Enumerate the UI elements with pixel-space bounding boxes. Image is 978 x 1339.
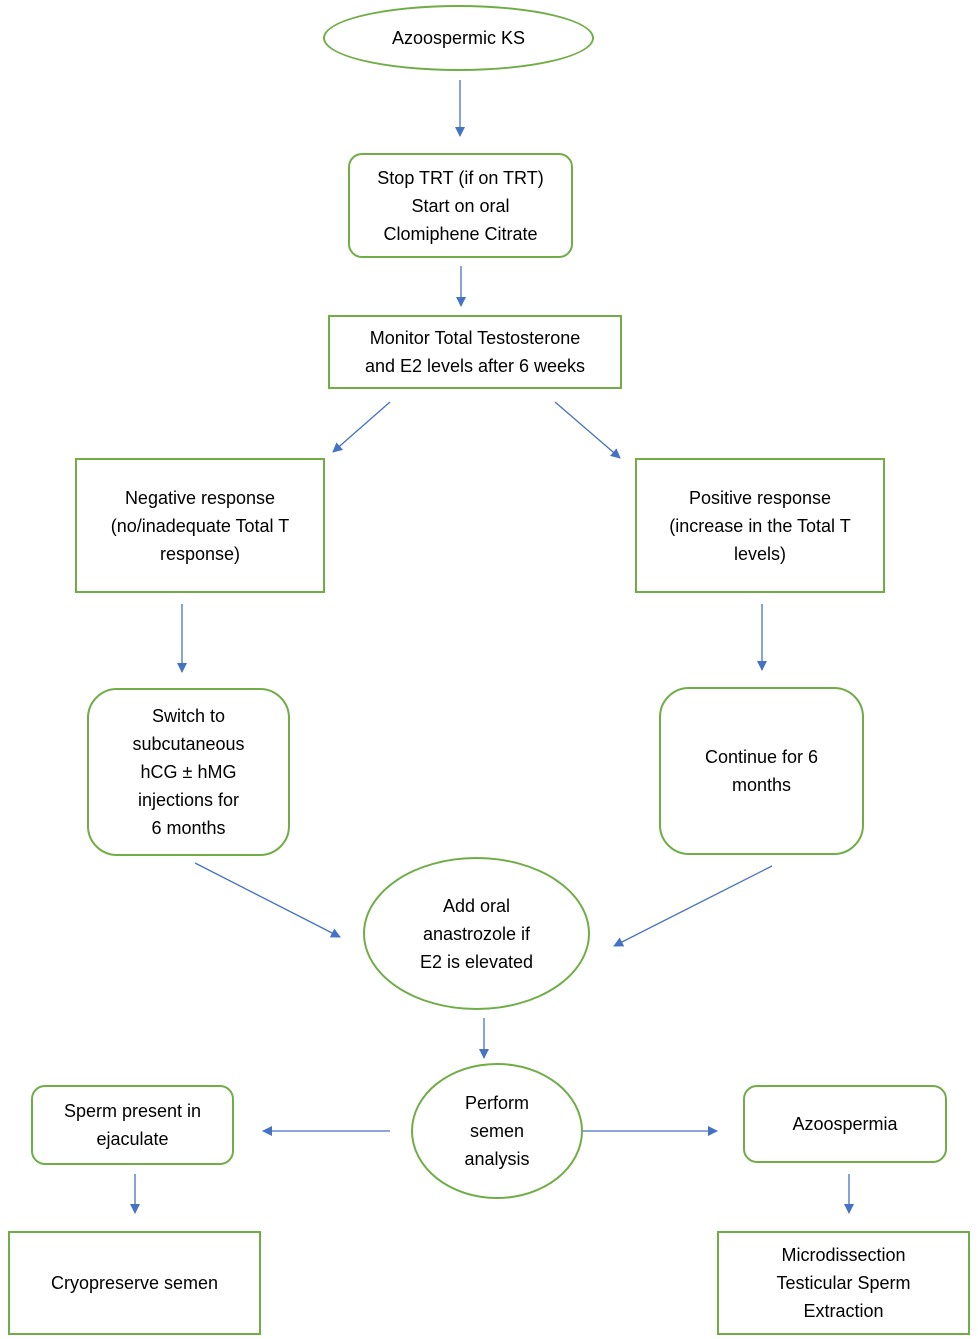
label-line: Microdissection — [781, 1245, 906, 1265]
label-line: response) — [159, 543, 241, 564]
arrow-continue-to-anastrozole — [613, 865, 773, 947]
monitor-node-label: Monitor Total Testosterone and E2 levels … — [365, 324, 585, 380]
label-line: Cryopreserve semen — [50, 1273, 219, 1293]
negative-response-label: Negative response (no/inadequate Total T r… — [111, 484, 289, 568]
positive-response-label: Positive response (increase in the Total … — [669, 484, 850, 568]
arrow-monitor-to-negative — [332, 401, 391, 453]
sperm-present-label: Sperm present in ejaculate — [64, 1097, 201, 1153]
hcg-node-label: Switch to subcutaneous hCG ± hMG injections… — [132, 702, 244, 842]
label-line: 6 months — [151, 818, 226, 838]
anastrozole-node-label: Add oral anastrozole if E2 is elevated — [420, 892, 533, 976]
label-line: Positive response — [688, 487, 832, 508]
label-line: Clomiphene Citrate — [383, 223, 538, 244]
label-line: Monitor Total Testosterone — [369, 328, 581, 348]
label-line: hCG ± hMG — [140, 762, 237, 782]
negative-response-node: Negative response (no/inadequate Total T r… — [75, 458, 325, 593]
label-line: Add oral — [442, 895, 511, 916]
label-line: (no/inadequate Total T — [110, 515, 290, 536]
label-line: Sperm present in — [63, 1101, 202, 1121]
label-line: Testicular Sperm — [776, 1273, 911, 1293]
label-line: Start on oral — [411, 195, 510, 216]
label-line: ejaculate — [96, 1129, 169, 1149]
label-line: Perform — [464, 1093, 529, 1113]
label-line: Continue for 6 — [704, 747, 819, 767]
arrow-monitor-to-positive — [554, 401, 621, 459]
label-line: and E2 levels after 6 weeks — [364, 356, 586, 376]
anastrozole-node: Add oral anastrozole if E2 is elevated — [363, 857, 590, 1010]
label-line: months — [731, 775, 791, 795]
label-line: Negative response — [124, 487, 276, 508]
cryopreserve-label: Cryopreserve semen — [51, 1269, 218, 1297]
label-line: Stop TRT (if on TRT) — [377, 167, 544, 188]
label-line: E2 is elevated — [419, 951, 534, 972]
start-node-label: Azoospermic KS — [392, 24, 525, 52]
monitor-node: Monitor Total Testosterone and E2 levels … — [328, 315, 622, 389]
label-line: injections for — [137, 790, 240, 810]
semen-analysis-node: Perform semen analysis — [411, 1063, 583, 1199]
positive-response-node: Positive response (increase in the Total … — [635, 458, 885, 593]
label-line: levels) — [733, 543, 786, 564]
azoospermia-label: Azoospermia — [792, 1110, 897, 1138]
label-line: anastrozole if — [422, 923, 531, 944]
azoospermia-node: Azoospermia — [743, 1085, 947, 1163]
start-node: Azoospermic KS — [323, 5, 594, 71]
label-line: Azoospermic KS — [391, 28, 526, 48]
label-line: (increase in the Total T — [669, 515, 851, 536]
hcg-node: Switch to subcutaneous hCG ± hMG injections… — [87, 688, 290, 856]
label-line: analysis — [464, 1149, 530, 1169]
sperm-present-node: Sperm present in ejaculate — [31, 1085, 234, 1165]
label-line: subcutaneous — [132, 734, 245, 754]
continue-node: Continue for 6 months — [659, 687, 864, 855]
arrow-hcg-to-anastrozole — [194, 862, 341, 938]
cryopreserve-node: Cryopreserve semen — [8, 1231, 261, 1335]
label-line: semen — [469, 1121, 525, 1141]
continue-node-label: Continue for 6 months — [705, 743, 818, 799]
label-line: Extraction — [803, 1301, 884, 1321]
label-line: Azoospermia — [792, 1114, 898, 1134]
label-line: Switch to — [151, 706, 226, 726]
semen-analysis-label: Perform semen analysis — [464, 1089, 529, 1173]
